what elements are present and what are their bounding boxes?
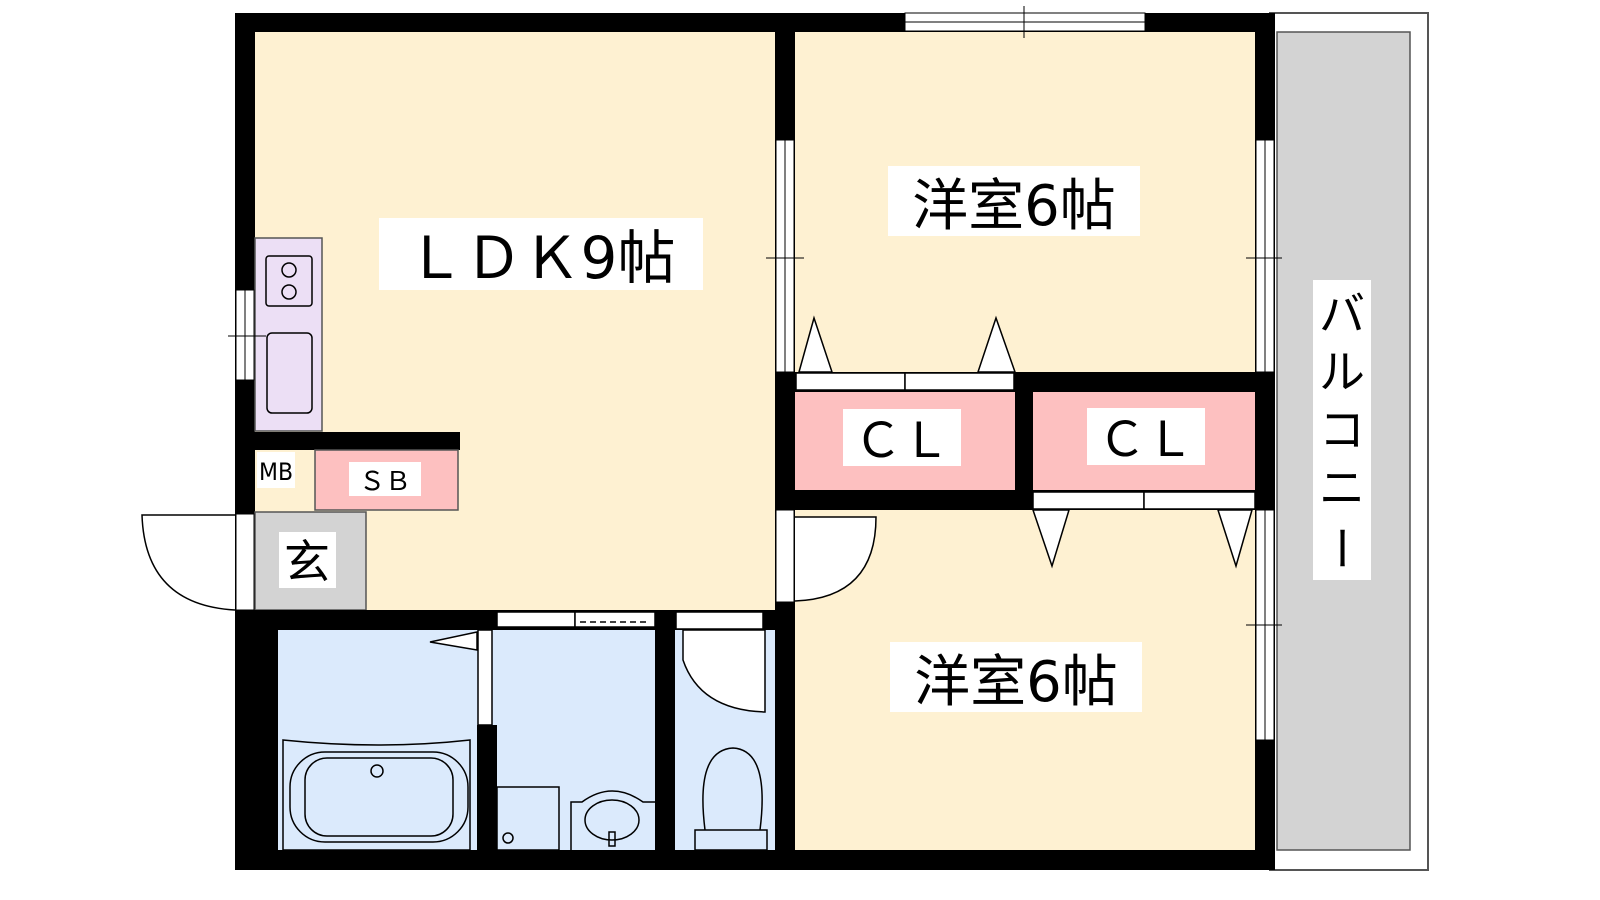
shoe-box bbox=[314, 449, 459, 511]
svg-text:バ: バ bbox=[1319, 287, 1365, 341]
shoe-box-label: ＳＢ bbox=[359, 467, 411, 497]
ldk-label: ＬＤＫ9帖 bbox=[407, 224, 676, 292]
washroom-door bbox=[496, 611, 764, 630]
entrance-door[interactable] bbox=[235, 513, 255, 611]
closet-2-label: ＣＬ bbox=[1098, 412, 1194, 468]
svg-text:コ: コ bbox=[1319, 403, 1365, 457]
bath-door bbox=[477, 629, 493, 726]
washroom bbox=[497, 630, 655, 850]
svg-text:ニ: ニ bbox=[1319, 461, 1365, 515]
toilet-icon bbox=[682, 629, 768, 851]
bathtub-icon bbox=[282, 739, 471, 851]
closet-1-label: ＣＬ bbox=[854, 413, 950, 469]
stove-icon bbox=[265, 255, 313, 307]
entrance-floor bbox=[254, 511, 367, 611]
partition-wall bbox=[235, 432, 460, 450]
western-room-1-label: 洋室6帖 bbox=[912, 174, 1116, 239]
meter-box-label: MB bbox=[259, 458, 293, 486]
closet-doors bbox=[795, 315, 1256, 569]
bathroom bbox=[278, 630, 477, 850]
sink-icon bbox=[266, 332, 313, 414]
svg-text:ー: ー bbox=[1314, 525, 1368, 571]
svg-text:ル: ル bbox=[1319, 345, 1365, 399]
entrance-label: 玄 bbox=[284, 535, 330, 589]
balcony-label: バ ル コ ニ ー bbox=[1314, 287, 1368, 571]
western-room-2-label: 洋室6帖 bbox=[914, 650, 1118, 715]
